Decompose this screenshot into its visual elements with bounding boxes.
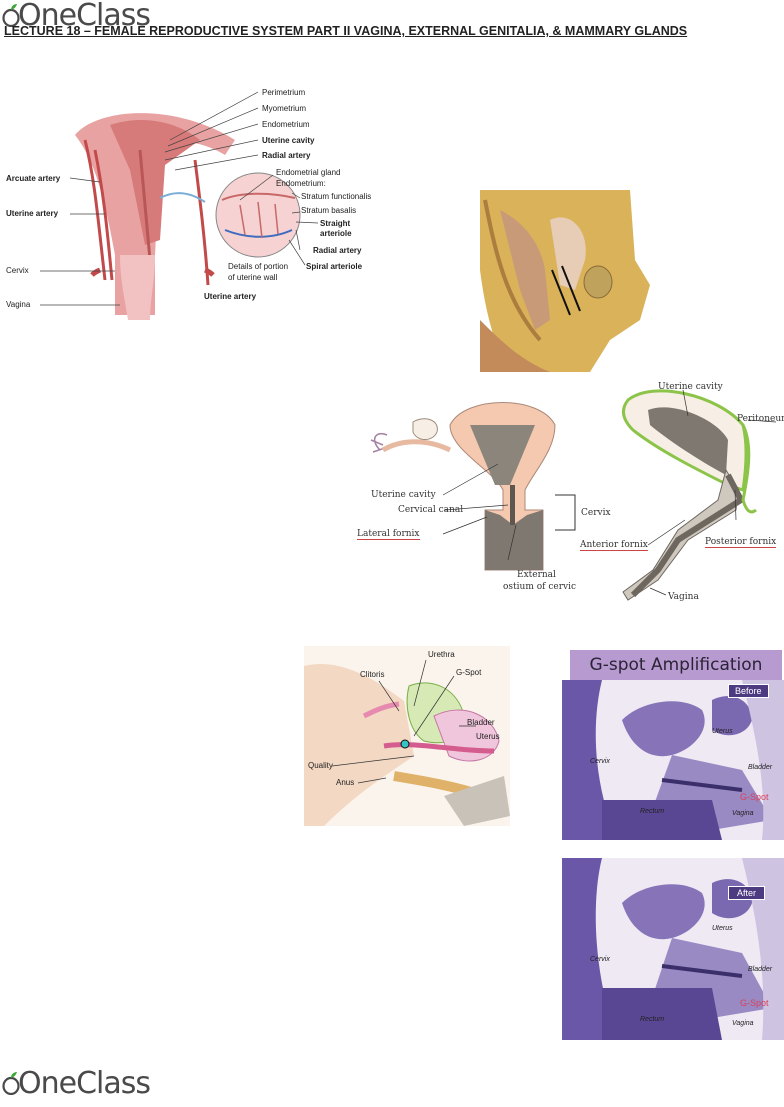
label-details-1: Details of portion (228, 262, 289, 271)
logo-text: OneClass (18, 0, 151, 33)
label-arcuate-artery: Arcuate artery (6, 174, 61, 183)
label-perimetrium: Perimetrium (262, 88, 306, 97)
label-uterine-artery-left: Uterine artery (6, 209, 59, 218)
label-external: External (517, 570, 556, 580)
label-endometrial-gland: Endometrial gland (276, 168, 341, 177)
label-quality: Quality (308, 761, 333, 770)
label-posterior-fornix: Posterior fornix (705, 537, 777, 548)
label-anterior-fornix: Anterior fornix (580, 540, 648, 551)
before-panel (562, 680, 784, 840)
oneclass-logo-bottom: OneClass (2, 1066, 151, 1101)
after-label-uterus: Uterus (712, 925, 733, 932)
before-badge: Before (728, 684, 769, 698)
label-bladder: Bladder (467, 718, 495, 727)
after-label-bladder: Bladder (748, 966, 773, 973)
after-label-rectum: Rectum (640, 1016, 665, 1023)
label-uterus: Uterus (476, 732, 500, 741)
before-label-bladder: Bladder (748, 764, 773, 771)
gspot-anatomy-figure: Urethra G-Spot Clitoris Bladder Uterus Q… (304, 646, 510, 826)
uterine-wall-figure: Perimetrium Myometrium Endometrium Uteri… (0, 80, 400, 330)
uterus-illustration (40, 91, 319, 320)
label-uterine-cavity-front: Uterine cavity (371, 490, 436, 500)
label-endometrium: Endometrium (262, 120, 310, 129)
label-gspot: G-Spot (456, 668, 482, 677)
sagittal-cadaver-photo (480, 190, 650, 372)
label-urethra: Urethra (428, 650, 455, 659)
oneclass-logo-top: OneClass (2, 0, 151, 33)
label-anus: Anus (336, 778, 355, 787)
label-uterine-cavity: Uterine cavity (262, 136, 315, 145)
label-endometrium-colon: Endometrium: (276, 179, 326, 188)
before-label-uterus: Uterus (712, 728, 733, 735)
label-cervix-front: Cervix (581, 508, 611, 518)
label-vagina: Vagina (6, 300, 31, 309)
before-label-cervix: Cervix (590, 758, 610, 765)
after-label-gspot: G-Spot (740, 998, 769, 1008)
label-arteriole: arteriole (320, 229, 352, 238)
label-external-ostium: ostium of cervic (503, 582, 577, 592)
leaf-icon (2, 1068, 20, 1096)
before-label-rectum: Rectum (640, 808, 665, 815)
label-lateral-fornix: Lateral fornix (357, 529, 420, 540)
after-label-vagina: Vagina (732, 1020, 754, 1027)
label-peritoneum: Peritoneum (737, 414, 784, 424)
frontal-cervix-figure: Uterine cavity Cervical canal Lateral fo… (355, 390, 611, 605)
label-clitoris: Clitoris (360, 670, 385, 679)
before-label-vagina: Vagina (732, 810, 754, 817)
label-cervical-canal: Cervical canal (398, 505, 464, 515)
label-radial-artery-2: Radial artery (313, 246, 362, 255)
label-stratum-functionalis: Stratum functionalis (301, 192, 372, 201)
label-spiral-arteriole: Spiral arteriole (306, 262, 363, 271)
before-label-gspot: G-Spot (740, 792, 769, 802)
label-uterine-artery-bottom: Uterine artery (204, 292, 257, 301)
label-radial-artery: Radial artery (262, 151, 311, 160)
after-label-cervix: Cervix (590, 956, 610, 963)
gspot-amplification-figure: G-spot Amplification Before Uterus Cervi… (546, 648, 784, 1048)
after-badge: After (728, 886, 766, 900)
leaf-icon (2, 0, 20, 28)
label-straight: Straight (320, 219, 351, 228)
label-uterine-cavity-side: Uterine cavity (658, 382, 723, 392)
label-myometrium: Myometrium (262, 104, 307, 113)
label-vagina-side: Vagina (668, 592, 699, 602)
sagittal-fornix-figure: Uterine cavity Peritoneum Anterior forni… (578, 370, 784, 610)
lecture-heading: LECTURE 18 – FEMALE REPRODUCTIVE SYSTEM … (4, 24, 688, 38)
amplification-title: G-spot Amplification (570, 650, 782, 680)
logo-text: OneClass (18, 1066, 151, 1101)
label-details-2: of uterine wall (228, 273, 278, 282)
label-stratum-basalis: Stratum basalis (301, 206, 357, 215)
label-cervix: Cervix (6, 266, 29, 275)
